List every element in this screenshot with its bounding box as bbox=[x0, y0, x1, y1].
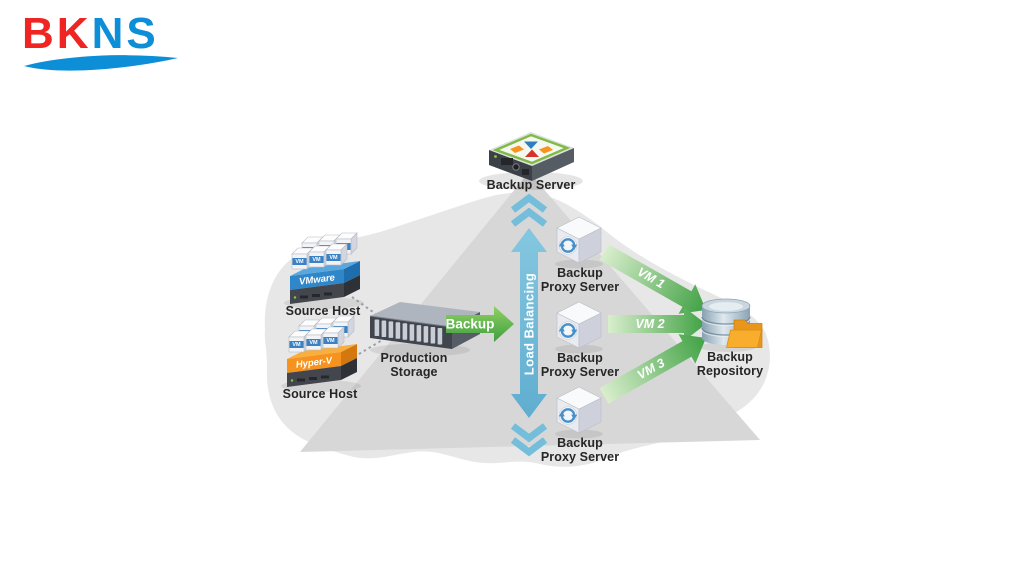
source-host-vmware-icon bbox=[290, 232, 360, 304]
backup-arrow-label: Backup bbox=[445, 316, 495, 332]
vm2-arrow bbox=[608, 307, 706, 341]
source-host-hyperv-label: Source Host bbox=[282, 387, 358, 401]
vm-cube-label: VM bbox=[292, 342, 301, 348]
vm-cube-label: VM bbox=[309, 340, 318, 346]
vm-cube-label: VM bbox=[326, 338, 335, 344]
vm2-arrow-label: VM 2 bbox=[635, 317, 665, 331]
vm3-arrow bbox=[599, 334, 706, 404]
backup-proxy-label-2: Backup Proxy Server bbox=[540, 351, 620, 379]
load-balancing-label: Load Balancing bbox=[521, 272, 537, 376]
vmware-band-label: VMware bbox=[299, 272, 337, 287]
backup-repository-icon bbox=[701, 298, 763, 348]
backup-proxy-label-3-line1: Backup bbox=[557, 436, 603, 450]
backup-proxy-label-2-line1: Backup bbox=[557, 351, 603, 365]
logo-text: BKNS bbox=[22, 12, 182, 56]
vm1-arrow bbox=[599, 244, 706, 314]
vm-cube-label: VM bbox=[312, 257, 321, 263]
backup-proxy-label-2-line2: Proxy Server bbox=[540, 364, 620, 379]
production-storage-label-line2: Storage bbox=[390, 364, 438, 379]
source-host-hyperv-icon bbox=[287, 315, 357, 387]
logo-swoosh bbox=[24, 55, 178, 71]
backup-proxy-label-1-line2: Proxy Server bbox=[540, 279, 620, 294]
backup-proxy-label-3: Backup Proxy Server bbox=[540, 436, 620, 464]
source-host-vmware-label: Source Host bbox=[285, 304, 361, 318]
backup-proxy-label-1-line1: Backup bbox=[557, 266, 603, 280]
vm-cube-label: VM bbox=[329, 255, 338, 261]
production-storage-label-line1: Production bbox=[380, 351, 448, 365]
folder-icon bbox=[726, 319, 763, 348]
hyperv-band-label: Hyper-V bbox=[295, 355, 333, 370]
backup-repository-label: Backup Repository bbox=[696, 350, 764, 378]
load-balancing-arrow bbox=[510, 193, 548, 457]
backup-proxy-label-3-line2: Proxy Server bbox=[540, 449, 620, 464]
vm-cube-label: VM bbox=[295, 259, 304, 265]
backup-arrow bbox=[446, 306, 514, 342]
production-storage-label: Production Storage bbox=[380, 351, 448, 379]
bkns-logo: BKNS bbox=[22, 12, 182, 76]
backup-repository-label-line2: Repository bbox=[696, 363, 764, 378]
backup-repository-label-line1: Backup bbox=[707, 350, 753, 364]
logo-text-blue: NS bbox=[91, 9, 159, 58]
backup-server-icon bbox=[489, 132, 574, 181]
backup-proxy-label-1: Backup Proxy Server bbox=[540, 266, 620, 294]
dotted-link-hyperv bbox=[353, 338, 385, 358]
backup-server-label: Backup Server bbox=[486, 178, 576, 192]
logo-text-red: BK bbox=[22, 9, 92, 58]
